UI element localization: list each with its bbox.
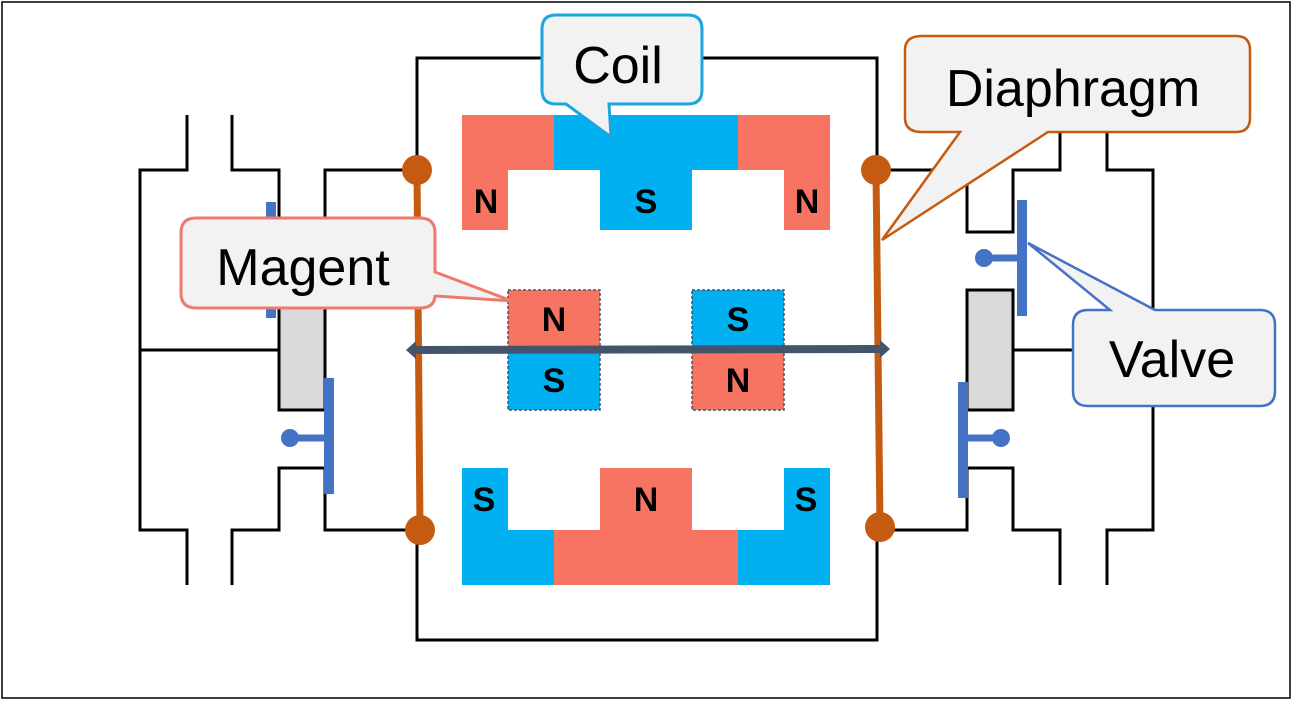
top-right-pole-label: N (795, 183, 820, 221)
top-coil-center (554, 115, 738, 230)
coil-callout-label: Coil (573, 37, 663, 95)
magnet-callout: Magent (179, 216, 513, 310)
right-magnet-top-label: S (727, 301, 750, 339)
bottom-coil-right-pole (738, 468, 830, 585)
left-valve-seat (277, 288, 327, 412)
right-magnet-bottom-label: N (726, 362, 751, 400)
top-coil-left-pole (462, 115, 554, 230)
bottom-center-pole-label: N (634, 481, 659, 519)
left-valve-body (138, 115, 417, 585)
bottom-coil-core: S N S (462, 468, 830, 585)
diaphragm-callout: Diaphragm (880, 34, 1252, 242)
right-valve-seat (965, 288, 1015, 412)
top-coil-right-pole (738, 115, 830, 230)
right-lower-valve (958, 382, 1010, 498)
connecting-shaft (406, 340, 890, 359)
top-coil-core: N S N (462, 115, 830, 230)
top-left-pole-label: N (474, 183, 499, 221)
valve-callout: Valve (1027, 241, 1277, 408)
valve-callout-label: Valve (1109, 331, 1235, 389)
bottom-coil-center (554, 468, 738, 585)
bottom-left-pole-label: S (473, 481, 496, 519)
bottom-coil-left-pole (462, 468, 554, 585)
left-magnet-bottom-label: S (543, 362, 566, 400)
left-moving-magnet: N S (507, 289, 601, 411)
diaphragm-callout-label: Diaphragm (946, 60, 1200, 118)
right-upper-valve (975, 200, 1027, 316)
left-magnet-top-label: N (542, 301, 567, 339)
right-moving-magnet: S N (691, 289, 785, 411)
coil-callout: Coil (540, 13, 704, 141)
magnet-callout-label: Magent (216, 239, 390, 297)
top-center-pole-label: S (635, 183, 658, 221)
left-lower-valve (281, 378, 334, 494)
bottom-right-pole-label: S (795, 481, 818, 519)
